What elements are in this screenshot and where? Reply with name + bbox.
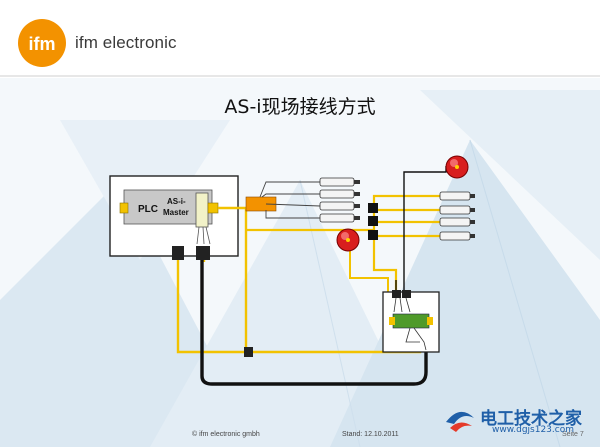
sensor-3 <box>319 201 360 211</box>
safety-module-terminal-right <box>427 317 433 325</box>
watermark-logo-icon <box>446 411 474 432</box>
sensor-1 <box>319 177 360 187</box>
estop-button-top <box>445 155 469 179</box>
sensor-7 <box>439 217 475 227</box>
as-i-module-2 <box>368 216 378 226</box>
brand-name: ifm electronic <box>75 33 177 52</box>
sensor-6 <box>439 205 475 215</box>
box-connector-2 <box>402 290 411 298</box>
black-cable-estop <box>403 166 447 292</box>
box-connector-1 <box>392 290 401 298</box>
sensor-5 <box>439 191 475 201</box>
as-i-module-3 <box>368 230 378 240</box>
sensor-8 <box>439 231 475 241</box>
ifm-logo: ifm <box>16 17 68 74</box>
logo-word: ifm <box>29 34 56 54</box>
master-label-line2: Master <box>163 208 189 217</box>
plc-connector-left <box>119 202 129 214</box>
sensor-2 <box>319 189 360 199</box>
header: ifm ifm electronic <box>0 0 600 78</box>
t-connector-right <box>196 246 210 260</box>
header-divider <box>0 75 600 77</box>
master-connector-right <box>207 202 219 214</box>
plc-label: PLC <box>138 204 158 215</box>
box-wires <box>393 297 427 351</box>
sensor-4 <box>319 213 360 223</box>
slide-title: AS-i现场接线方式 <box>224 96 376 118</box>
watermark-url: www.dgjs123.com <box>492 425 574 435</box>
footer-page: Seite 7 <box>562 431 584 438</box>
safety-module-terminal-left <box>389 317 395 325</box>
as-i-module-1 <box>368 203 378 213</box>
master-terminal <box>195 192 209 228</box>
estop-button-mid <box>336 228 360 252</box>
t-connector-bottom <box>244 347 253 357</box>
watermark-text: 电工技术之家 <box>480 409 582 429</box>
footer-copyright: © ifm electronic gmbh <box>192 431 260 438</box>
sensor-wires-left <box>259 181 321 219</box>
black-cable <box>200 258 428 386</box>
safety-module <box>392 313 430 329</box>
t-connector-left <box>172 246 184 260</box>
sensor-group-left <box>319 177 360 223</box>
master-wires <box>196 226 211 245</box>
sensor-group-right <box>439 191 475 241</box>
yellow-cable-estop <box>349 250 389 292</box>
footer-stand: Stand: 12.10.2011 <box>342 431 399 438</box>
master-label-line1: AS-i- <box>167 197 186 206</box>
